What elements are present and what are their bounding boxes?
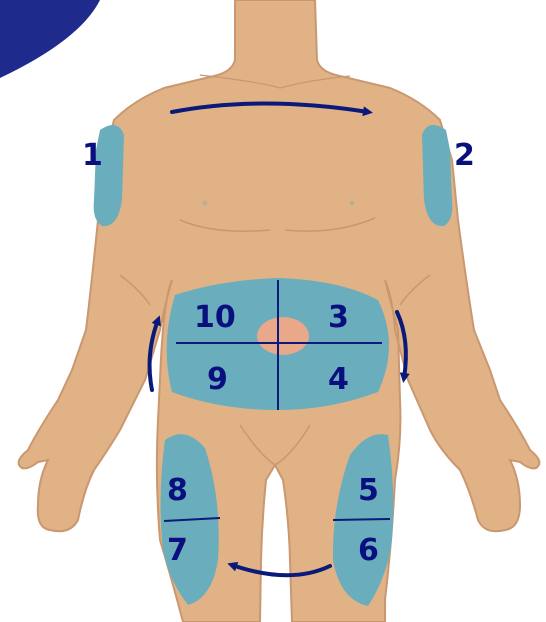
- site-6-label: 6: [358, 533, 379, 568]
- nipple-left: [350, 201, 355, 206]
- site-1-label: 1: [82, 138, 103, 173]
- nipple-right: [203, 201, 208, 206]
- site-4-label: 4: [328, 362, 349, 397]
- corner-accent: [0, 0, 100, 78]
- thigh-left-divider: [333, 519, 390, 520]
- zone-upper-arm-left: [422, 125, 452, 226]
- site-9-label: 9: [207, 362, 228, 397]
- site-5-label: 5: [358, 473, 379, 508]
- site-2-label: 2: [454, 138, 475, 173]
- site-8-label: 8: [167, 473, 188, 508]
- site-3-label: 3: [328, 300, 349, 335]
- site-10-label: 10: [194, 300, 236, 335]
- navel: [257, 317, 309, 355]
- site-7-label: 7: [167, 533, 188, 568]
